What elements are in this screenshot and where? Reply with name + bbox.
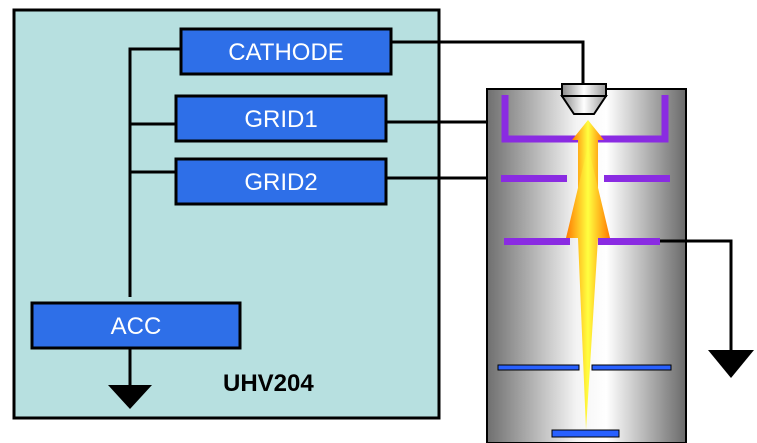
grid1-supply: GRID1: [174, 94, 388, 143]
grid1-box: [174, 94, 388, 143]
grid2-supply: GRID2: [174, 157, 388, 206]
lens-plate-left: [497, 364, 580, 371]
ground-arrow-icon: [708, 350, 754, 378]
cathode-icon: [560, 83, 608, 115]
anode-electrode-right: [598, 238, 660, 245]
beam-lower: [566, 146, 610, 430]
cathode-wire: [391, 40, 585, 84]
cathode-supply: CATHODE: [179, 27, 393, 76]
acc-supply: ACC: [30, 301, 242, 350]
electron-tube: [486, 83, 687, 443]
bus-wires: [128, 47, 181, 385]
anode-wire: [660, 239, 733, 350]
power-supply-panel: CATHODE GRID1 GRID2 ACC UHV204: [12, 8, 441, 420]
cathode-label: CATHODE: [228, 39, 344, 66]
acc-box: [30, 301, 242, 350]
cathode-box: [179, 27, 393, 76]
device-label: UHV204: [223, 370, 314, 397]
panel-background: [12, 8, 441, 420]
target-plate: [551, 429, 620, 438]
grid1-label: GRID1: [244, 106, 317, 133]
grid2-electrode-right: [604, 175, 670, 182]
acc-label: ACC: [111, 313, 162, 340]
anode-electrode-left: [504, 238, 570, 245]
ground-arrow-icon: [108, 385, 152, 409]
lens-plate-right: [591, 364, 672, 371]
grid2-box: [174, 157, 388, 206]
grid2-label: GRID2: [244, 169, 317, 196]
grid2-electrode-left: [501, 175, 567, 182]
